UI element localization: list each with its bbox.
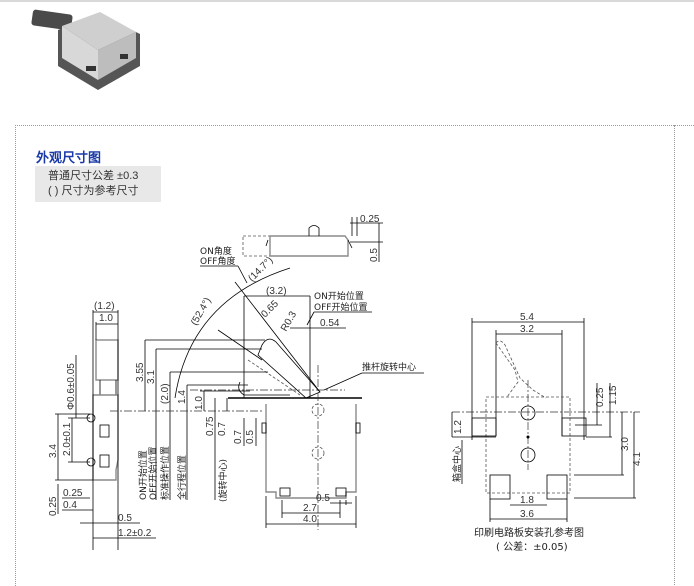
leader <box>237 265 248 284</box>
dim-0-65: 0.65 <box>259 298 281 320</box>
dim-angle-52-4: (52.4°) <box>189 296 214 328</box>
dim-3-2: 3.2 <box>520 324 534 335</box>
dim-3-6: 3.6 <box>520 509 534 520</box>
side-view-body <box>265 404 357 499</box>
dim-0-25: 0.25 <box>360 214 380 225</box>
label-full-travel: 全行程位置 <box>176 455 188 500</box>
dim-r0-3: R0.3 <box>279 309 299 333</box>
angle-leader <box>234 281 321 393</box>
dim-3-2: (3.2) <box>266 286 287 297</box>
dim-0-25: 0.25 <box>595 387 606 407</box>
side-tab <box>355 422 361 434</box>
center-dot <box>526 435 530 439</box>
dim-0-7: 0.7 <box>217 422 228 436</box>
pcb-pad <box>561 417 587 437</box>
dim-3-55: 3.55 <box>135 362 146 382</box>
top-view: 0.25 0.5 <box>242 214 383 262</box>
dim-0-7-b: 0.7 <box>233 430 244 444</box>
tolerance-note: 普通尺寸公差 ±0.3 ( ) 尺寸为参考尺寸 <box>35 166 161 202</box>
pcb-hole <box>520 405 536 421</box>
pcb-hole <box>520 447 536 463</box>
label-off-angle: OFF角度 <box>200 255 235 267</box>
dim-1-0: 1.0 <box>99 313 113 324</box>
pcb-caption: 印刷电路板安装孔参考图 <box>474 526 584 539</box>
dim-0-5-a: 0.5 <box>245 430 256 444</box>
label-off-start-vertical: OFF开始位置 <box>147 447 159 500</box>
dim-4-0: 4.0 <box>303 514 317 525</box>
top-view-clips <box>265 239 353 249</box>
leader <box>306 311 315 326</box>
label-rotation-center: (旋转中心) <box>217 459 229 502</box>
lever <box>257 338 321 399</box>
dim-2-0: 2.0±0.1 <box>62 422 73 456</box>
terminal <box>335 487 347 497</box>
end-view-lever <box>95 339 119 381</box>
dim-3-1: 3.1 <box>146 370 157 384</box>
frame-right-border <box>674 125 675 585</box>
dim-0-4: 0.4 <box>63 500 77 511</box>
dim-5-4: 5.4 <box>520 312 534 323</box>
dim-0-25-b: 0.25 <box>63 488 83 499</box>
label-box-center: 箱盒中心 <box>451 446 463 482</box>
terminal <box>279 487 291 497</box>
end-view-neck <box>99 380 117 396</box>
top-view-body <box>269 235 349 257</box>
dim-0-54: 0.54 <box>320 318 340 329</box>
label-on-start-vertical: ON开始位置 <box>137 450 149 500</box>
dim-0-75: 0.75 <box>205 416 216 436</box>
dim-1-4: 1.4 <box>177 390 188 404</box>
product-photo <box>31 9 140 90</box>
dim-1-2: 1.2±0.2 <box>118 528 152 539</box>
dim-2-0: (2.0) <box>160 383 171 404</box>
dim-2-7: 2.7 <box>303 503 317 514</box>
top-divider <box>0 0 694 2</box>
dimension-drawing: 0.25 0.5 (14.7°) (52.4°) ON角度 OFF角度 (3.2… <box>48 214 643 553</box>
side-tab <box>261 422 267 434</box>
label-standard-position: 标准操作位置 <box>159 446 171 500</box>
pcb-view: 5.4 3.2 1.2 0.25 1.15 3.0 4.1 箱盒中心 <box>451 312 643 553</box>
dim-1-15: 1.15 <box>608 385 619 405</box>
label-on-start: ON开始位置 <box>314 290 364 302</box>
label-pivot-center: 推杆旋转中心 <box>362 361 416 373</box>
label-off-start: OFF开始位置 <box>314 301 367 313</box>
dimension-frame <box>15 125 694 586</box>
top-view-knob <box>308 225 320 236</box>
end-view-window <box>99 454 110 468</box>
lever-alt-position <box>247 359 301 396</box>
tolerance-note-line-1: 普通尺寸公差 ±0.3 <box>48 170 139 182</box>
pcb-pad <box>546 474 568 500</box>
dim-phi-0-6: Φ0.6±0.05 <box>66 363 77 410</box>
label-on-angle: ON角度 <box>200 245 232 257</box>
dim-0-5: 0.5 <box>369 248 380 262</box>
dim-1-0: 1.0 <box>194 396 205 410</box>
dim-1-8: 1.8 <box>520 495 534 506</box>
dim-0-25-a: 0.25 <box>48 496 59 516</box>
dim-0-5: 0.5 <box>118 513 132 524</box>
section-title: 外观尺寸图 <box>36 150 102 165</box>
end-view-window <box>99 424 110 438</box>
angle-arc <box>174 267 291 399</box>
dim-3-4: 3.4 <box>48 444 59 458</box>
dim-1-2: 1.2 <box>453 420 464 434</box>
dim-1-2-ref: (1.2) <box>94 301 115 312</box>
leader <box>323 372 363 391</box>
dim-4-1: 4.1 <box>632 452 643 466</box>
lever-outline <box>495 340 547 399</box>
pcb-pad <box>489 474 511 500</box>
dim-0-5-b: 0.5 <box>316 493 330 504</box>
pcb-pad <box>471 417 497 437</box>
end-view: (1.2) 1.0 Φ0.6±0.05 3.4 2.0±0.1 0.25 0.2… <box>48 301 156 550</box>
lever-outline <box>495 342 519 398</box>
angle-leader <box>217 329 263 361</box>
tolerance-note-line-2: ( ) 尺寸为参考尺寸 <box>48 185 139 197</box>
lever-full-travel <box>238 381 290 396</box>
side-view: (14.7°) (52.4°) ON角度 OFF角度 (3.2) 0.65 R0… <box>110 245 424 530</box>
top-view-lever-outline <box>242 235 271 257</box>
dim-3-0: 3.0 <box>620 437 631 451</box>
pcb-tolerance: ( 公差：±0.05) <box>496 540 568 553</box>
